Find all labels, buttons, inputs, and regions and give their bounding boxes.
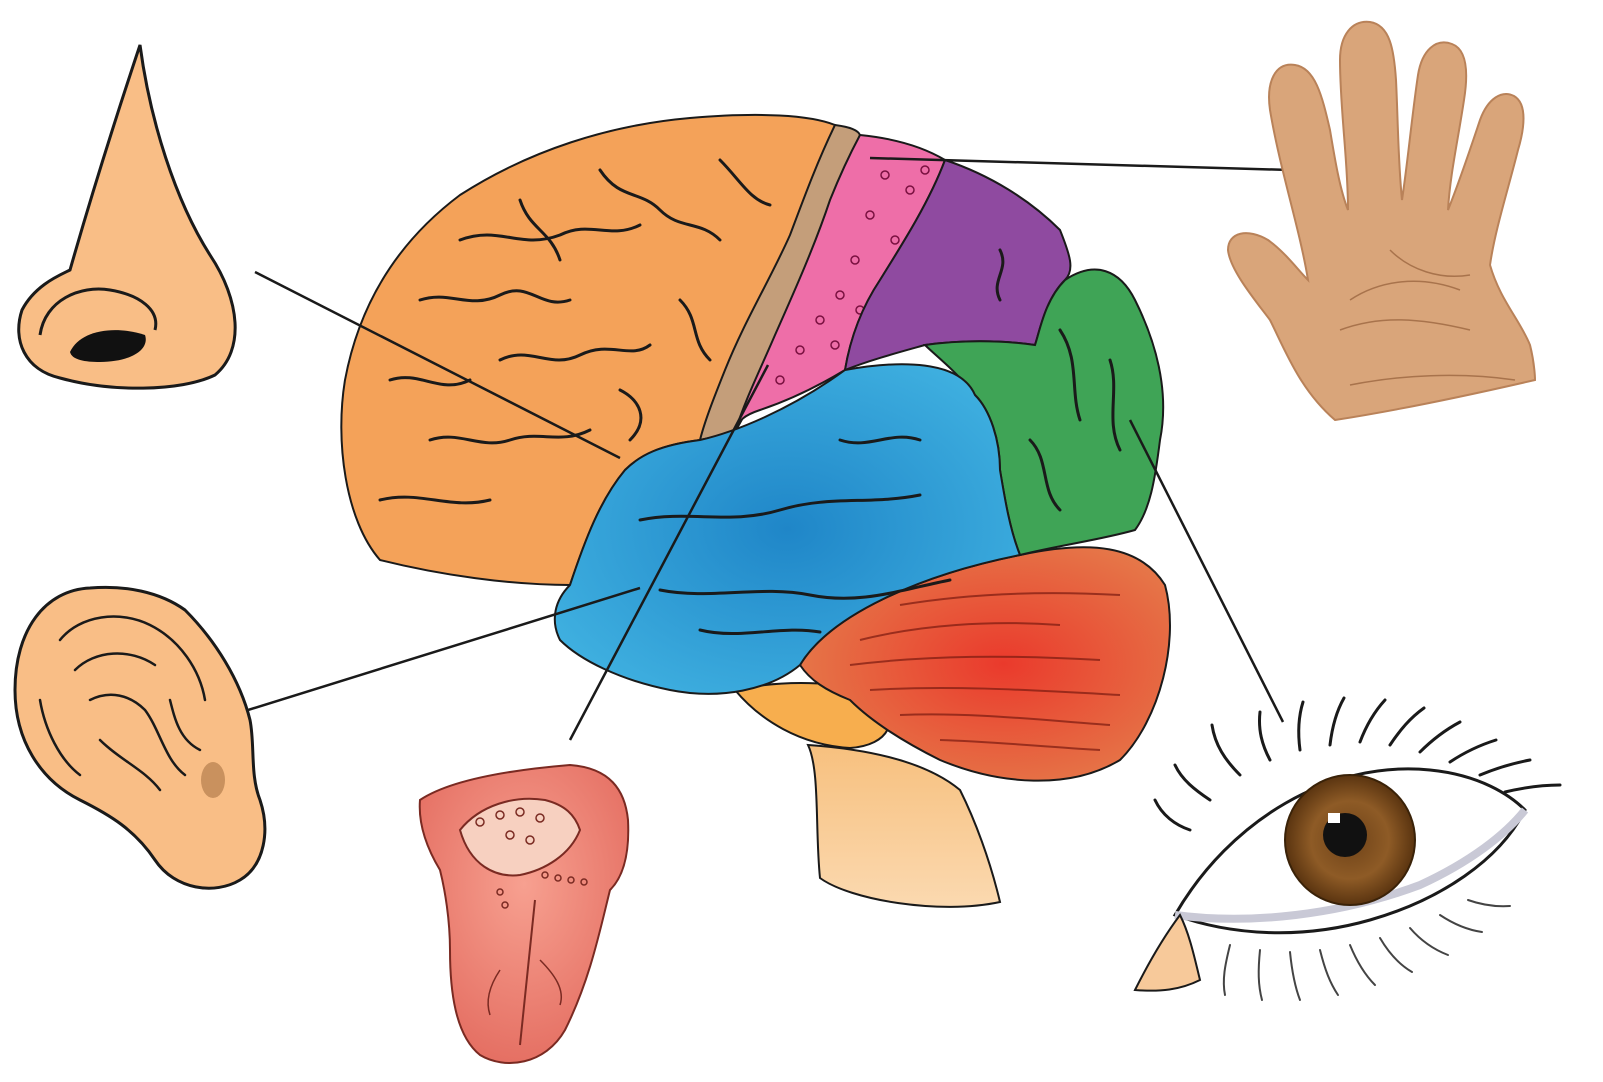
hand-icon — [1228, 22, 1535, 420]
eye-icon — [1135, 698, 1560, 1000]
tongue-icon — [420, 765, 629, 1063]
ear-icon — [15, 587, 265, 888]
nose-icon — [19, 45, 235, 388]
